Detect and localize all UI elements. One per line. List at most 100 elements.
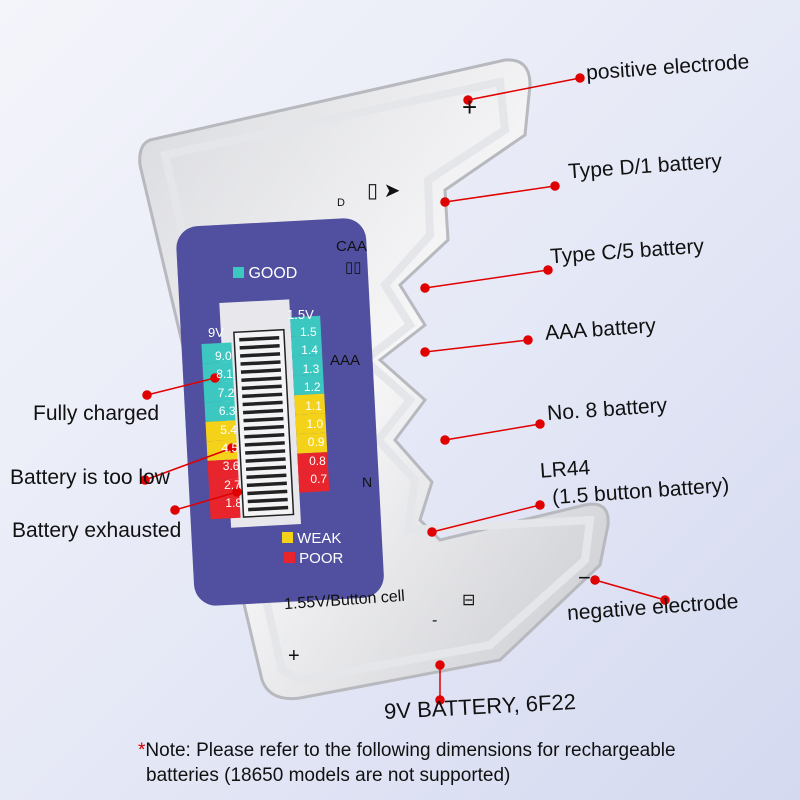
gauge-segment bbox=[245, 465, 287, 471]
gauge-segment bbox=[239, 344, 280, 350]
gauge-segment bbox=[241, 384, 282, 391]
callout-dot bbox=[435, 695, 445, 705]
slot-caa-label: CAA bbox=[336, 238, 367, 255]
battery-gauge-icon bbox=[233, 328, 295, 518]
callout-dot bbox=[142, 390, 152, 400]
callout-dot bbox=[420, 347, 430, 357]
tester-inner bbox=[160, 77, 595, 685]
scale-cell-poor bbox=[298, 471, 330, 493]
scale-value: 8.1 bbox=[216, 367, 233, 382]
minus-right: − bbox=[578, 565, 591, 590]
callout-dot bbox=[210, 373, 220, 383]
callout-line bbox=[146, 377, 216, 396]
gauge-segment bbox=[244, 441, 285, 447]
scale-value: 1.3 bbox=[302, 361, 320, 376]
gauge-segment bbox=[243, 416, 284, 423]
scale-value: 7.2 bbox=[217, 385, 235, 400]
callout-line bbox=[431, 504, 541, 533]
weak-label: WEAK bbox=[297, 530, 342, 547]
scale-value: 2.7 bbox=[224, 477, 241, 492]
callout-too-low: Battery is too low bbox=[10, 466, 170, 489]
gauge-segment bbox=[246, 473, 287, 480]
left-header: 9V bbox=[208, 325, 224, 340]
callout-exhausted: Battery exhausted bbox=[12, 519, 182, 542]
callout-dot bbox=[427, 527, 437, 537]
scale-value: 1.1 bbox=[305, 398, 322, 413]
note-line2: batteries (18650 models are not supporte… bbox=[146, 765, 511, 786]
callout-fully-charged: Fully charged bbox=[33, 402, 160, 425]
callout-dot bbox=[463, 95, 473, 105]
scale-cell-good bbox=[202, 361, 234, 383]
callout-dot bbox=[227, 443, 237, 453]
gauge-segment bbox=[240, 352, 281, 358]
battery-icon-caa: ▯▯ bbox=[345, 259, 362, 276]
gauge-segment bbox=[244, 433, 285, 439]
callout-line bbox=[144, 447, 233, 481]
callout-line bbox=[594, 579, 666, 601]
callout-dot bbox=[440, 435, 450, 445]
callout-line bbox=[444, 423, 541, 441]
scale-cell-weak bbox=[294, 393, 326, 415]
poor-label: POOR bbox=[299, 550, 344, 567]
callout-dot bbox=[550, 181, 560, 191]
scale-value: 0.7 bbox=[310, 472, 328, 487]
callout-dot bbox=[523, 335, 533, 345]
gauge-segment bbox=[245, 457, 286, 463]
callout-dot bbox=[440, 197, 450, 207]
scale-cell-good bbox=[204, 400, 236, 422]
scale-cell-good bbox=[203, 381, 235, 403]
gauge-segment bbox=[242, 392, 283, 399]
scale-value: 1.2 bbox=[303, 380, 321, 395]
gauge-segment bbox=[240, 368, 282, 374]
callout-dot bbox=[575, 73, 585, 83]
battery-icon-d: ▯ ➤ bbox=[367, 180, 401, 202]
scale-value: 1.4 bbox=[301, 343, 318, 358]
scale-cell-poor bbox=[207, 459, 239, 481]
scale-value: 0.9 bbox=[307, 435, 325, 450]
screen-panel bbox=[176, 218, 384, 606]
scale-cell-good bbox=[201, 342, 233, 364]
scale-cell-poor bbox=[297, 452, 329, 474]
button-cell-icon: ⊟ bbox=[462, 592, 476, 609]
minus-bottom: - bbox=[432, 612, 438, 629]
gauge-segment bbox=[243, 424, 284, 431]
callout-line bbox=[174, 491, 238, 511]
scale-value: 4.5 bbox=[221, 441, 239, 455]
scale-cell-poor bbox=[208, 478, 240, 500]
gauge-segment bbox=[245, 449, 286, 455]
callout-dot bbox=[590, 575, 600, 585]
slot-d-label: D bbox=[337, 197, 345, 209]
callout-lr44-line1: LR44 bbox=[539, 456, 591, 483]
callout-dot bbox=[232, 487, 242, 497]
scale-value: 0.8 bbox=[309, 453, 326, 468]
scale-cell-good bbox=[290, 315, 322, 337]
plus-top: + bbox=[462, 92, 478, 122]
right-header: 1.5V bbox=[287, 307, 314, 322]
note-line1: Note: Please refer to the following dime… bbox=[145, 740, 676, 761]
callout-line bbox=[467, 77, 581, 101]
scale-value: 1.5 bbox=[300, 325, 317, 339]
callout-dot bbox=[170, 505, 180, 515]
scale-cell-weak bbox=[296, 432, 328, 454]
gauge-segment bbox=[240, 360, 281, 366]
note-text: *Note: Please refer to the following dim… bbox=[138, 738, 676, 788]
callout-dot bbox=[535, 500, 545, 510]
scale-value: 1.8 bbox=[225, 496, 243, 511]
callout-dot bbox=[660, 595, 670, 605]
scale-cell-poor bbox=[209, 498, 241, 520]
gauge-segment bbox=[241, 376, 282, 382]
callout-line bbox=[424, 269, 549, 289]
gauge-segment bbox=[239, 335, 280, 342]
scale-cell-good bbox=[292, 354, 324, 376]
gauge-segment bbox=[242, 408, 284, 415]
scale-value: 9.0 bbox=[215, 349, 232, 363]
callout-dot bbox=[435, 660, 445, 670]
callout-dot bbox=[140, 475, 150, 485]
scale-value: 6.3 bbox=[218, 404, 236, 419]
callout-line bbox=[424, 339, 529, 353]
gauge-segment bbox=[247, 497, 288, 504]
callout-line bbox=[444, 185, 556, 203]
weak-legend: WEAK bbox=[282, 530, 341, 547]
scale-cell-weak bbox=[205, 420, 237, 442]
